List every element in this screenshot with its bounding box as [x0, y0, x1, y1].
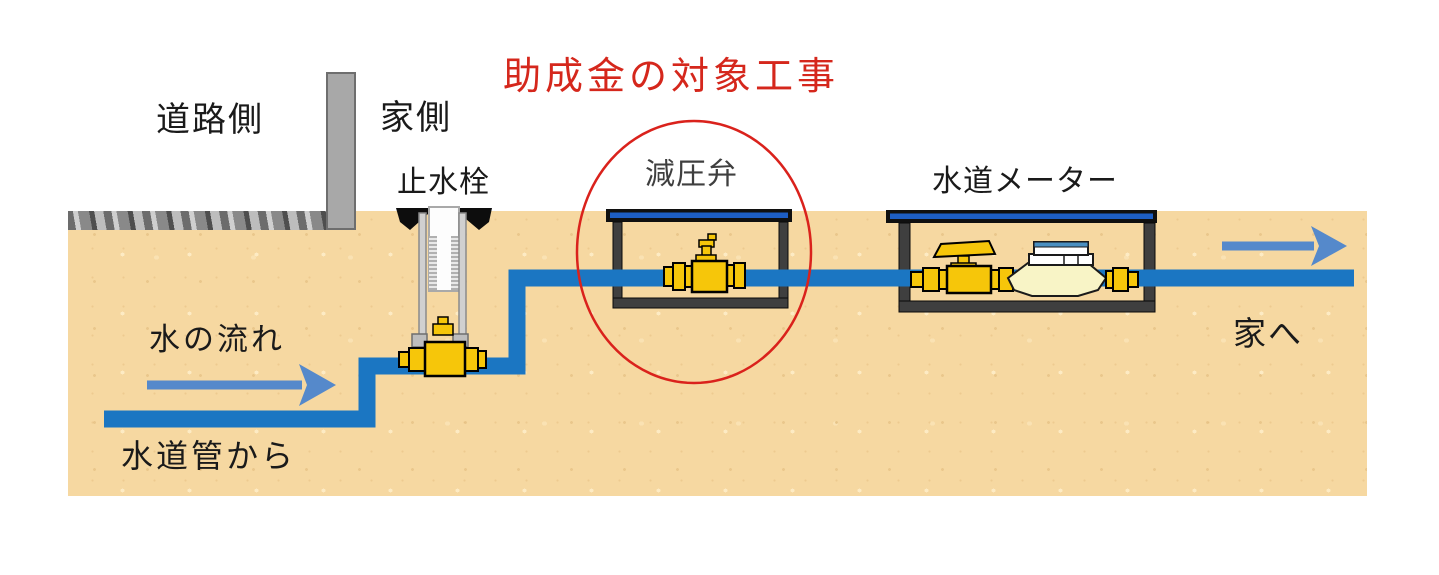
stop-valve-right-collar	[477, 350, 487, 369]
reducing-box-lid-stripe	[610, 212, 788, 218]
house-side-label: 家側	[380, 99, 452, 137]
meter-box-bottom	[898, 300, 1156, 313]
boundary-wall	[326, 72, 356, 230]
stop-valve-stem	[432, 323, 454, 336]
reducing-valve-body	[690, 259, 729, 294]
stop-valve-body	[423, 340, 467, 378]
ball-valve-left-stub	[910, 271, 924, 288]
reducing-box-bottom	[612, 297, 789, 309]
meter-right-hex	[1112, 267, 1129, 292]
reducing-box-left-post	[612, 221, 623, 309]
stop-valve-label: 止水栓	[397, 166, 490, 199]
pressure-reducing-valve-icon	[663, 233, 746, 294]
ball-valve-body	[945, 264, 993, 295]
reducing-valve-right-hex	[733, 262, 746, 289]
stop-valve-right-hex	[464, 347, 479, 372]
water-meter-label: 水道メーター	[932, 165, 1118, 198]
tube-thread-left	[429, 236, 437, 290]
stop-valve-assembly	[396, 206, 492, 378]
meter-right-stub	[1127, 271, 1139, 288]
tube-thread-right	[451, 236, 459, 290]
road-side-label: 道路側	[156, 101, 264, 139]
meter-box-lid-stripe	[890, 213, 1153, 219]
reducing-valve-left-stub	[663, 266, 674, 287]
reducing-valve-box	[606, 209, 792, 309]
stop-valve-left-stub	[398, 351, 410, 368]
water-meter-icon	[1006, 241, 1139, 297]
meter-box-left-post	[898, 222, 911, 313]
water-meter-box	[886, 210, 1157, 313]
stop-valve-rod-right	[458, 212, 467, 354]
meter-stop-valve-icon	[910, 239, 1014, 295]
road-surface	[68, 211, 327, 230]
meter-body	[1006, 262, 1108, 297]
subsidy-highlight-circle	[575, 119, 813, 385]
stop-valve-rod-left	[418, 212, 427, 354]
flow-arrow-left	[147, 364, 336, 406]
to-house-label: 家へ	[1233, 315, 1303, 352]
stop-valve-funnel-right	[460, 208, 492, 230]
flow-arrow-right	[1222, 226, 1347, 266]
meter-box-right-post	[1143, 222, 1156, 313]
stop-valve-left-hex	[408, 347, 426, 372]
ball-valve-handle	[932, 239, 997, 259]
flow-arrow-right-head	[1311, 226, 1347, 266]
reducing-valve-tip	[707, 233, 717, 241]
water-flow-label: 水の流れ	[149, 322, 285, 357]
reducing-valve-left-hex	[672, 262, 686, 291]
pressure-reducing-valve-label: 減圧弁	[645, 158, 738, 191]
flow-arrow-left-head	[299, 364, 336, 406]
meter-right-collar	[1105, 270, 1114, 289]
from-water-main-label: 水道管から	[121, 438, 297, 474]
reducing-box-right-post	[778, 221, 789, 309]
ball-valve-left-hex	[922, 267, 940, 292]
subsidy-title: 助成金の対象工事	[503, 56, 840, 98]
meter-cap-stripe	[1033, 241, 1089, 248]
